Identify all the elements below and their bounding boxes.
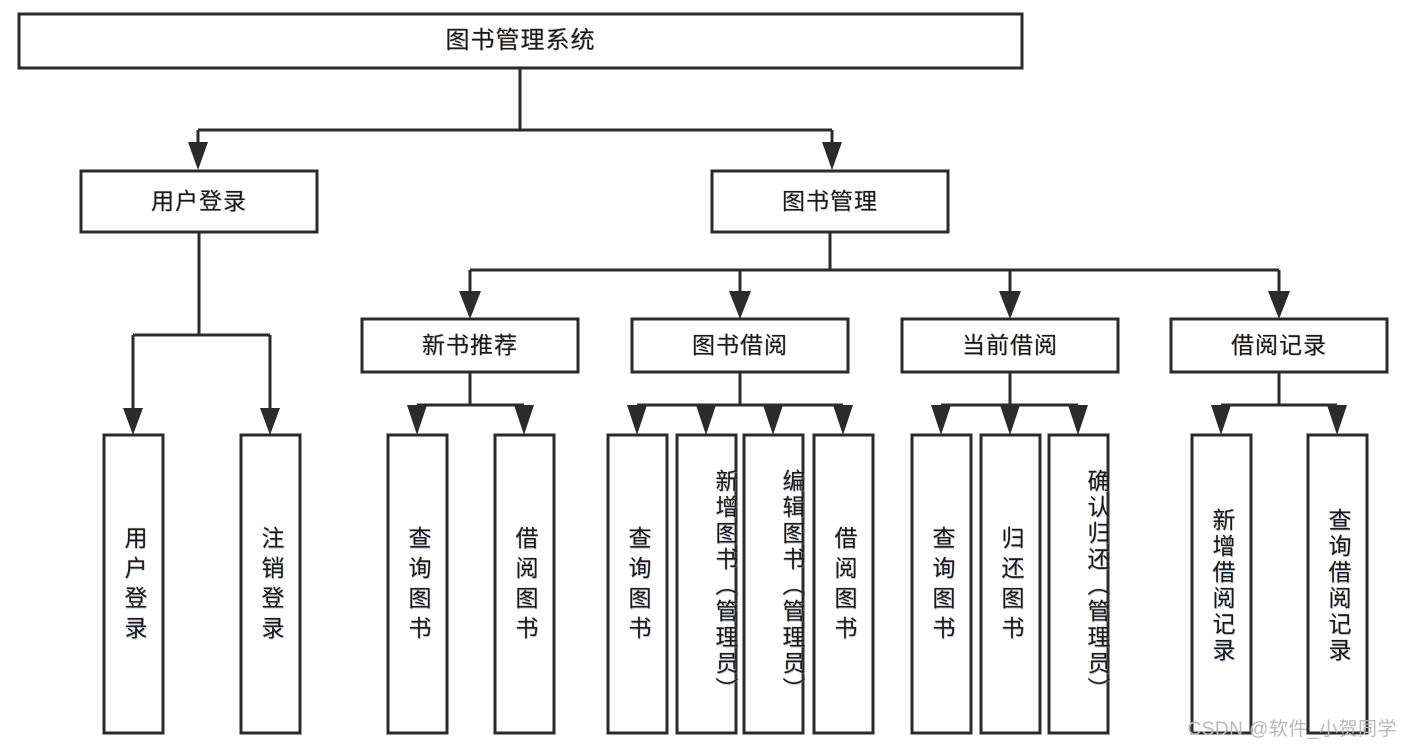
arrowhead-leaf-user-login — [123, 408, 143, 435]
leaf-box-logout[interactable] — [239, 433, 302, 735]
arrowhead-bookborrow-leaf-1 — [627, 405, 647, 435]
arrowhead-book-manage — [822, 142, 842, 170]
node-book-manage-box[interactable] — [710, 169, 950, 234]
node-current-borrow-box[interactable] — [900, 317, 1120, 374]
arrowhead-current-borrow — [999, 291, 1021, 319]
node-new-book-box[interactable] — [360, 317, 580, 374]
leaf-box-edit-book-admin[interactable] — [742, 433, 805, 735]
arrowhead-currentborrow-leaf-2 — [1000, 405, 1020, 435]
leaf-box-user-login[interactable] — [102, 433, 165, 735]
arrowhead-book-borrow — [729, 291, 751, 319]
leaf-box-query-book-1[interactable] — [386, 433, 449, 735]
arrowhead-borrowrecord-leaf-2 — [1327, 405, 1347, 435]
arrowhead-user-login — [188, 142, 208, 170]
node-root-box[interactable] — [17, 12, 1024, 70]
arrowhead-currentborrow-leaf-1 — [931, 405, 951, 435]
leaf-box-confirm-return-admin[interactable] — [1047, 433, 1110, 735]
leaf-box-add-borrow-record[interactable] — [1190, 433, 1253, 735]
arrowhead-newbook-leaf-1 — [407, 405, 427, 435]
arrowhead-bookborrow-leaf-4 — [833, 405, 853, 435]
leaf-box-query-book-3[interactable] — [910, 433, 973, 735]
leaf-box-borrow-book-2[interactable] — [812, 433, 875, 735]
node-user-login-box[interactable] — [79, 169, 319, 234]
arrowhead-bookborrow-leaf-2 — [696, 405, 716, 435]
leaf-box-query-borrow-record[interactable] — [1306, 433, 1369, 735]
node-borrow-record-box[interactable] — [1169, 317, 1389, 374]
leaf-box-query-book-2[interactable] — [606, 433, 669, 735]
leaf-box-add-book-admin[interactable] — [675, 433, 738, 735]
arrowhead-borrow-record — [1268, 291, 1290, 319]
watermark-text: CSDN @软件_小贺同学 — [1187, 719, 1397, 740]
leaf-box-borrow-book-1[interactable] — [493, 433, 556, 735]
arrowhead-currentborrow-leaf-3 — [1068, 405, 1088, 435]
arrowhead-newbook-leaf-2 — [514, 405, 534, 435]
arrowhead-leaf-logout — [260, 408, 280, 435]
arrowhead-borrowrecord-leaf-1 — [1211, 405, 1231, 435]
arrowhead-new-book — [459, 291, 481, 319]
node-book-borrow-box[interactable] — [630, 317, 850, 374]
arrowhead-bookborrow-leaf-3 — [763, 405, 783, 435]
leaf-box-return-book[interactable] — [979, 433, 1042, 735]
